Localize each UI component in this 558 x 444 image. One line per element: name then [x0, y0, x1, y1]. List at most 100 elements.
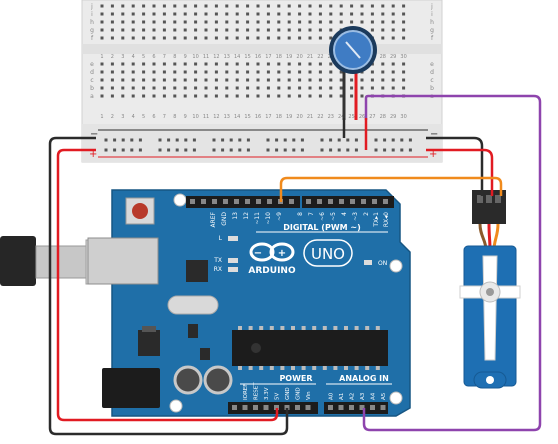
rail-hole[interactable] [320, 148, 324, 152]
breadboard-hole[interactable] [225, 78, 229, 82]
breadboard-hole[interactable] [214, 28, 218, 32]
breadboard-hole[interactable] [339, 70, 343, 74]
rail-hole[interactable] [275, 138, 279, 142]
breadboard-hole[interactable] [173, 94, 177, 98]
breadboard-hole[interactable] [266, 36, 270, 40]
breadboard-hole[interactable] [381, 78, 385, 82]
breadboard-hole[interactable] [121, 4, 125, 8]
breadboard-hole[interactable] [100, 12, 104, 16]
breadboard-hole[interactable] [298, 36, 302, 40]
breadboard-hole[interactable] [246, 12, 250, 16]
breadboard-hole[interactable] [235, 4, 239, 8]
breadboard-hole[interactable] [194, 12, 198, 16]
breadboard-hole[interactable] [381, 12, 385, 16]
breadboard-hole[interactable] [162, 62, 166, 66]
analog-pin[interactable] [338, 405, 344, 410]
rail-hole[interactable] [167, 148, 171, 152]
breadboard-hole[interactable] [246, 36, 250, 40]
breadboard-hole[interactable] [329, 94, 333, 98]
breadboard-hole[interactable] [235, 12, 239, 16]
rail-hole[interactable] [320, 138, 324, 142]
rail-hole[interactable] [246, 148, 250, 152]
breadboard-hole[interactable] [162, 86, 166, 90]
rail-hole[interactable] [266, 138, 270, 142]
breadboard-hole[interactable] [131, 20, 135, 24]
breadboard-hole[interactable] [298, 20, 302, 24]
breadboard-hole[interactable] [194, 94, 198, 98]
breadboard-hole[interactable] [266, 28, 270, 32]
breadboard-hole[interactable] [391, 78, 395, 82]
breadboard-hole[interactable] [391, 4, 395, 8]
rail-hole[interactable] [408, 138, 412, 142]
breadboard-hole[interactable] [225, 94, 229, 98]
breadboard-hole[interactable] [204, 62, 208, 66]
breadboard-hole[interactable] [266, 62, 270, 66]
analog-pin[interactable] [328, 405, 333, 410]
breadboard-hole[interactable] [339, 86, 343, 90]
rail-hole[interactable] [292, 148, 296, 152]
breadboard-hole[interactable] [235, 86, 239, 90]
breadboard-hole[interactable] [100, 78, 104, 82]
breadboard-hole[interactable] [194, 28, 198, 32]
breadboard-hole[interactable] [173, 28, 177, 32]
breadboard-hole[interactable] [214, 78, 218, 82]
breadboard-hole[interactable] [256, 86, 260, 90]
breadboard-hole[interactable] [121, 62, 125, 66]
breadboard-hole[interactable] [121, 70, 125, 74]
breadboard-hole[interactable] [142, 20, 146, 24]
rail-hole[interactable] [400, 148, 404, 152]
breadboard-hole[interactable] [370, 28, 374, 32]
breadboard-hole[interactable] [194, 78, 198, 82]
breadboard-hole[interactable] [308, 4, 312, 8]
breadboard-hole[interactable] [194, 4, 198, 8]
rail-hole[interactable] [113, 148, 117, 152]
breadboard-hole[interactable] [277, 20, 281, 24]
breadboard-hole[interactable] [287, 86, 291, 90]
breadboard-hole[interactable] [246, 62, 250, 66]
breadboard-hole[interactable] [360, 12, 364, 16]
digital-pin[interactable] [372, 199, 377, 204]
breadboard-hole[interactable] [402, 62, 406, 66]
rail-hole[interactable] [354, 138, 358, 142]
rail-hole[interactable] [292, 138, 296, 142]
breadboard-hole[interactable] [308, 70, 312, 74]
rail-hole[interactable] [192, 138, 196, 142]
breadboard-hole[interactable] [214, 36, 218, 40]
rail-hole[interactable] [300, 138, 304, 142]
breadboard-hole[interactable] [381, 36, 385, 40]
breadboard-hole[interactable] [318, 20, 322, 24]
breadboard-hole[interactable] [183, 28, 187, 32]
rail-hole[interactable] [346, 138, 350, 142]
breadboard-hole[interactable] [339, 20, 343, 24]
breadboard-hole[interactable] [183, 86, 187, 90]
power-pin[interactable] [253, 405, 258, 410]
analog-pin[interactable] [370, 405, 375, 410]
rail-hole[interactable] [158, 148, 162, 152]
breadboard-hole[interactable] [225, 20, 229, 24]
breadboard-hole[interactable] [329, 62, 333, 66]
breadboard-hole[interactable] [214, 62, 218, 66]
breadboard-hole[interactable] [318, 70, 322, 74]
breadboard-hole[interactable] [350, 78, 354, 82]
breadboard-hole[interactable] [287, 4, 291, 8]
breadboard-hole[interactable] [402, 4, 406, 8]
power-pin[interactable] [284, 405, 290, 410]
breadboard-hole[interactable] [318, 4, 322, 8]
rail-hole[interactable] [229, 148, 233, 152]
rail-hole[interactable] [221, 148, 225, 152]
breadboard-hole[interactable] [173, 36, 177, 40]
breadboard-hole[interactable] [256, 12, 260, 16]
rail-hole[interactable] [212, 138, 216, 142]
breadboard-hole[interactable] [100, 4, 104, 8]
rail-hole[interactable] [408, 148, 412, 152]
breadboard-hole[interactable] [256, 20, 260, 24]
rail-hole[interactable] [383, 148, 387, 152]
breadboard-hole[interactable] [370, 4, 374, 8]
rail-hole[interactable] [175, 138, 179, 142]
breadboard-hole[interactable] [110, 36, 114, 40]
breadboard-hole[interactable] [142, 78, 146, 82]
breadboard-hole[interactable] [152, 94, 156, 98]
rail-hole[interactable] [246, 138, 250, 142]
breadboard-hole[interactable] [277, 36, 281, 40]
breadboard-hole[interactable] [308, 36, 312, 40]
